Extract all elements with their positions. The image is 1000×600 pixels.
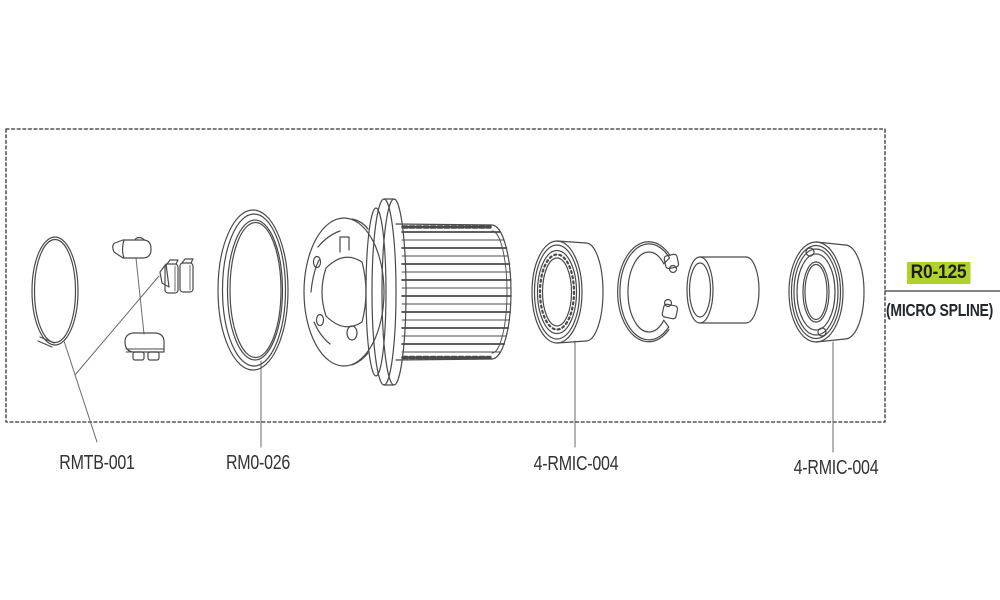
pawl-pair-drawing	[159, 258, 194, 294]
leader-lines	[63, 257, 834, 453]
spacer-tube-drawing	[686, 256, 760, 324]
circlip-drawing	[617, 241, 680, 343]
part-label-freehub-bearing: 4-RMIC-004	[533, 453, 619, 475]
product-code-badge: R0-125	[907, 262, 971, 284]
pawl-drawing	[124, 332, 165, 361]
part-label-hub-bearing: 4-RMIC-004	[793, 457, 879, 479]
dashed-frame	[5, 128, 886, 423]
part-label-retaining-ring: RMTB-001	[59, 452, 135, 474]
seal-ring-drawing	[217, 209, 289, 371]
part-label-seal-ring: RM0-026	[225, 452, 291, 474]
hub-bearing-drawing	[788, 241, 865, 343]
product-variant-label: (MICRO SPLINE)	[886, 300, 994, 320]
freehub-body-drawing	[303, 198, 512, 386]
pawl-spring-drawing	[112, 236, 152, 259]
freehub-bearing-drawing	[531, 240, 604, 344]
retaining-ring-drawing	[31, 236, 79, 348]
